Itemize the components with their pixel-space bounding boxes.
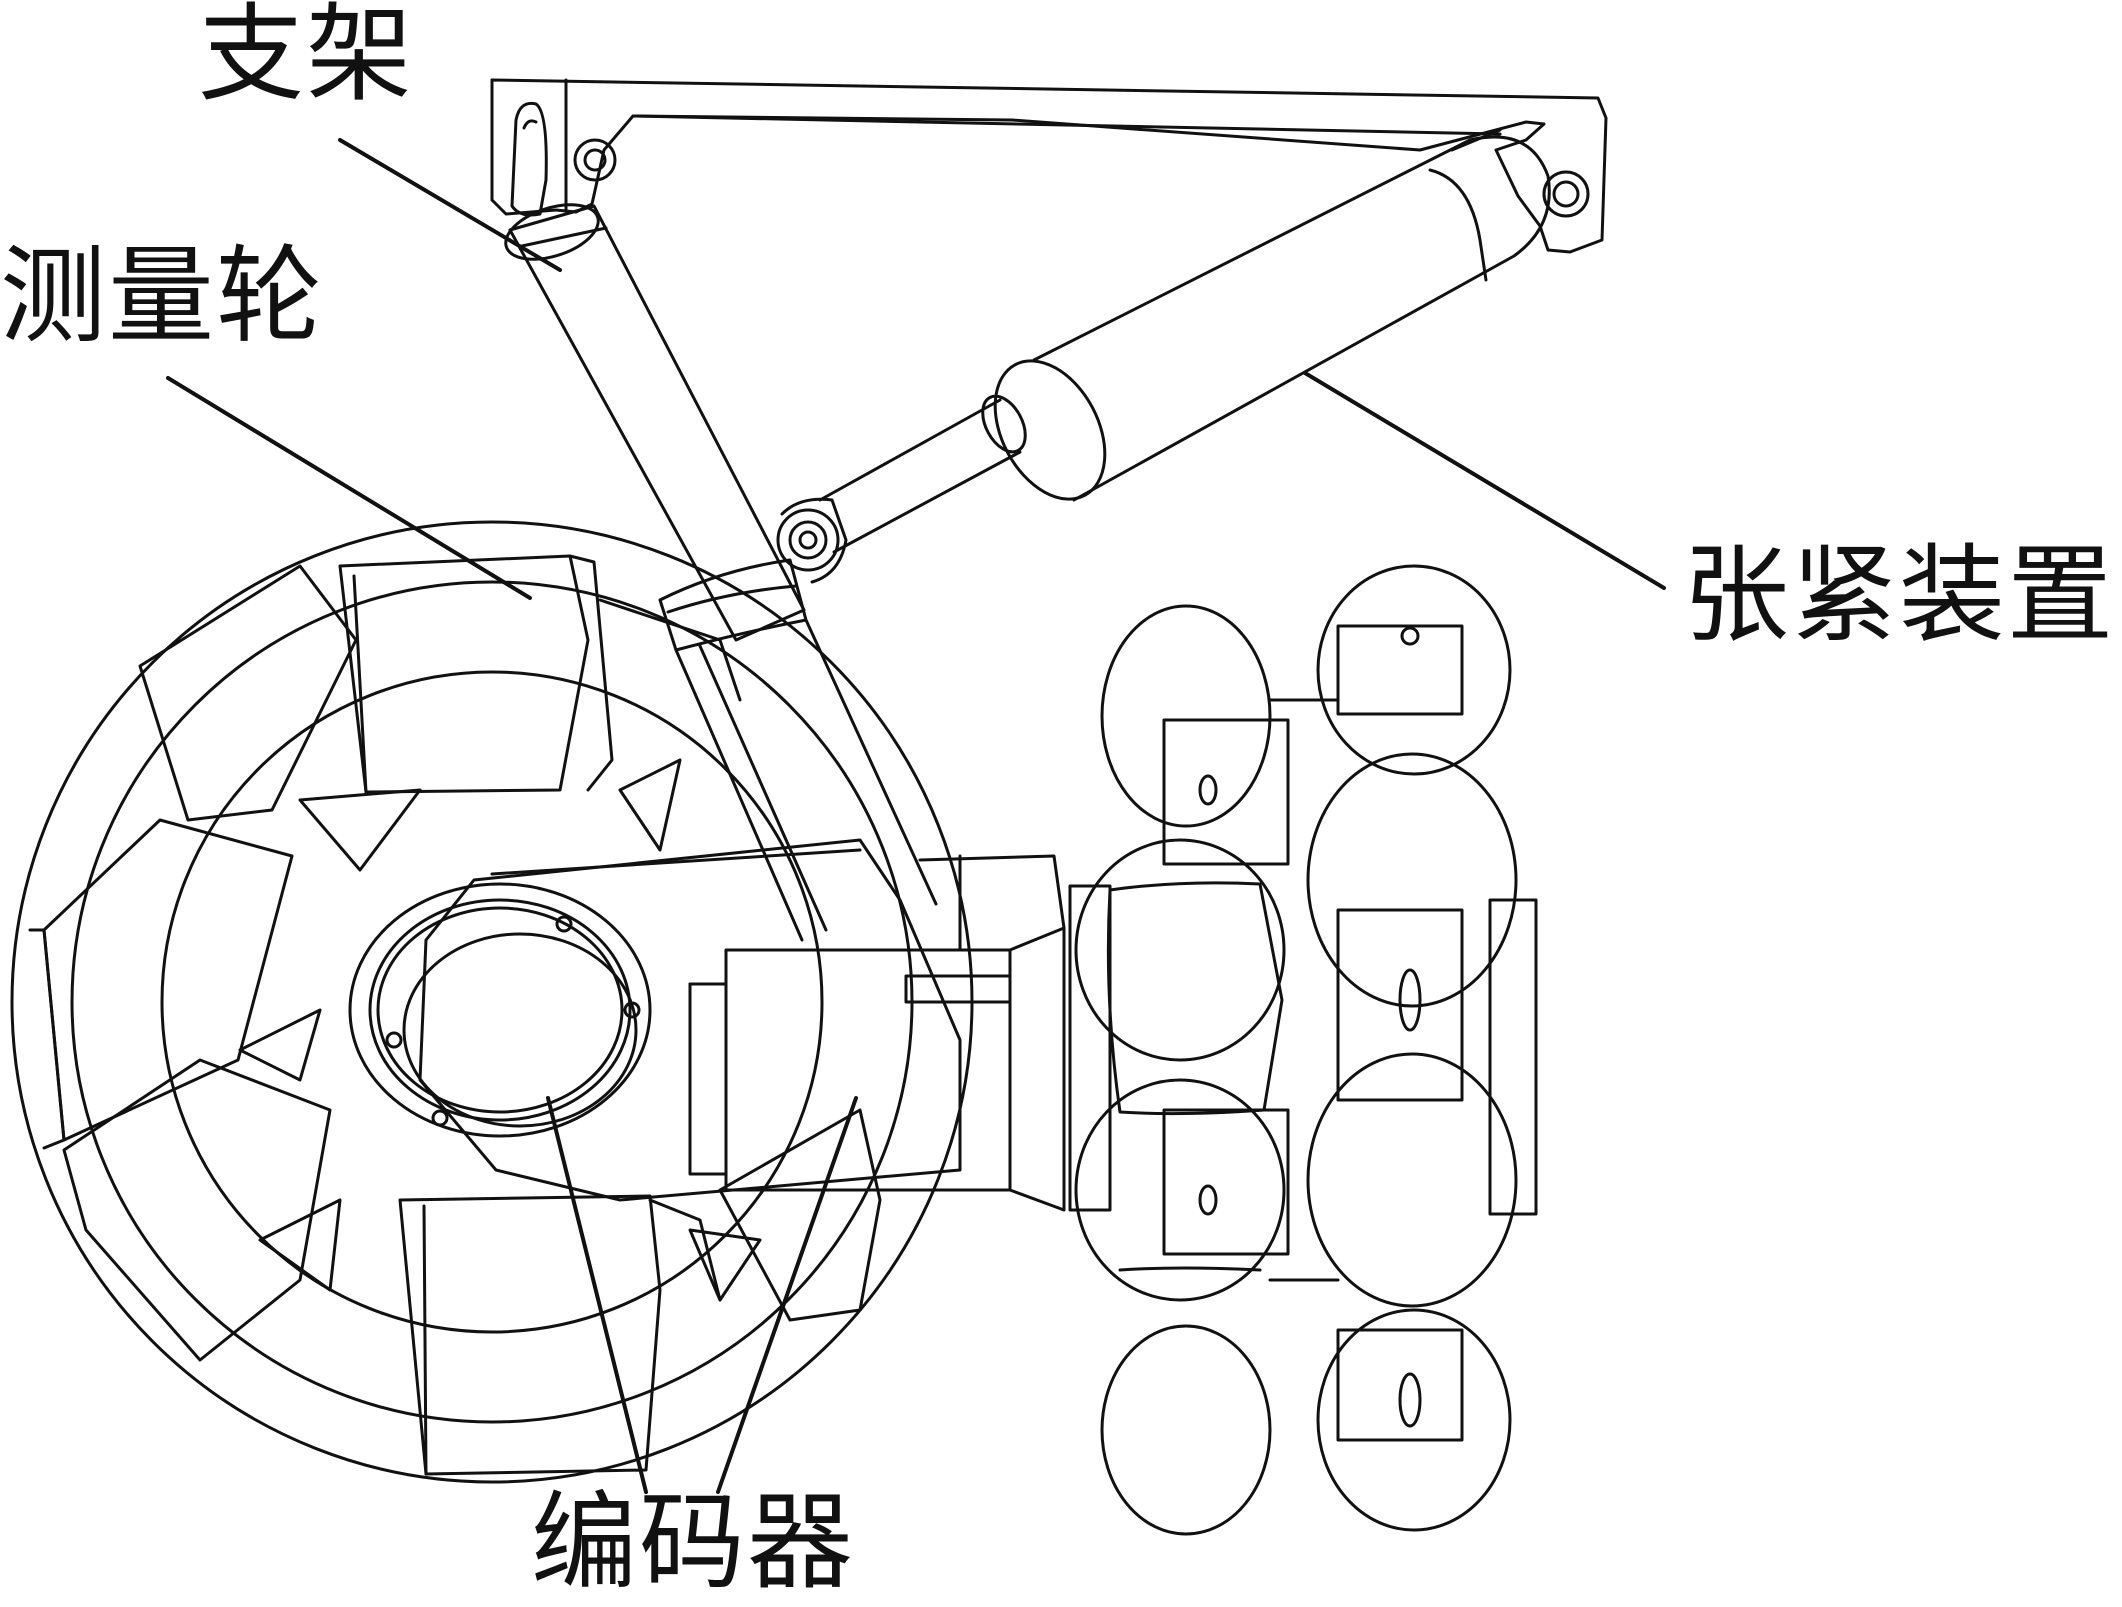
measuring-wheel [10, 520, 974, 1484]
bracket-strut [504, 203, 938, 942]
leader-wheel [166, 376, 532, 600]
label-measuring-wheel: 测量轮 [0, 235, 324, 358]
leader-tensioner [1303, 371, 1666, 590]
encoder [348, 854, 1066, 1212]
label-encoder: 编码器 [531, 1481, 855, 1604]
leader-encoder-1 [546, 1096, 648, 1494]
leader-lines [166, 138, 1666, 1494]
tensioner-cylinder [776, 128, 1551, 584]
label-tensioner: 张紧装置 [1683, 534, 2115, 657]
leader-encoder-2 [716, 1096, 858, 1494]
drive-wheel-pair [1068, 564, 1538, 1536]
label-bracket: 支架 [198, 0, 414, 116]
top-frame [490, 78, 1608, 254]
leader-bracket [338, 138, 562, 272]
